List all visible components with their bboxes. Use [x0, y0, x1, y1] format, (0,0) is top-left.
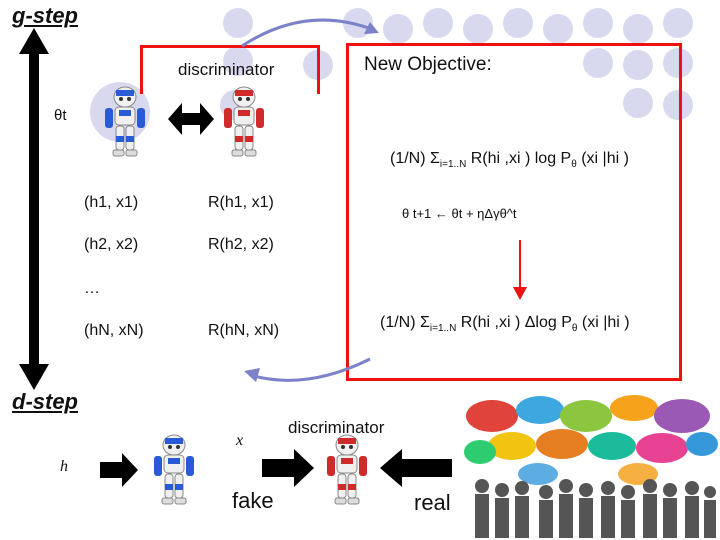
- deco-circle: [583, 8, 613, 38]
- pair-right: R(hN, xN): [208, 322, 280, 339]
- deco-circle: [463, 14, 493, 44]
- objective-theta: θ: [571, 159, 577, 171]
- pair-right: R(h1, x1): [208, 194, 274, 211]
- fake-label: fake: [232, 488, 274, 513]
- objective-sub: i=1..N: [439, 159, 467, 171]
- objective-tail: (xi |hi ): [576, 150, 629, 167]
- x-label: x: [236, 432, 244, 449]
- pair-left: (hN, xN): [84, 322, 144, 339]
- pair-left: (h1, x1): [84, 194, 139, 211]
- objective-box: [346, 43, 682, 381]
- deco-circle: [543, 14, 573, 44]
- deco-circle: [623, 50, 653, 80]
- robot-blue-icon: [154, 434, 194, 505]
- pair-right: R(h2, x2): [208, 236, 274, 253]
- deco-circle: [663, 90, 693, 120]
- update-rule: θ t+1 ← θt + ηΔγθ^t: [402, 206, 517, 221]
- left-arrow-icon: [380, 449, 452, 487]
- discriminator-box: [140, 45, 320, 94]
- g-step-label: g-step: [12, 3, 78, 28]
- deco-circle: [623, 14, 653, 44]
- discriminator-label: discriminator: [178, 60, 275, 79]
- objective-main: R(hi ,xi ) log P: [466, 150, 572, 167]
- objective-prefix: (1/N) Σ: [390, 150, 440, 167]
- gradient-sub: i=1..N: [429, 323, 457, 335]
- deco-circle: [383, 14, 413, 44]
- new-objective-label: New Objective:: [364, 54, 492, 75]
- gradient-tail: (xi |hi ): [577, 314, 630, 331]
- gradient-theta: θ: [571, 323, 578, 335]
- curved-arrow-icon: [244, 357, 371, 382]
- robot-red-icon: [327, 434, 367, 505]
- double-arrow-icon: [168, 103, 214, 135]
- right-arrow-icon: [262, 449, 314, 487]
- curved-arrow-icon: [241, 18, 379, 48]
- gradient-main: R(hi ,xi ) Δlog P: [456, 314, 572, 331]
- deco-circle: [663, 8, 693, 38]
- crowd-icon: [462, 394, 718, 538]
- gradient-prefix: (1/N) Σ: [380, 314, 430, 331]
- d-step-label: d-step: [12, 389, 78, 414]
- discriminator-bottom-label: discriminator: [288, 418, 385, 437]
- deco-circle: [663, 48, 693, 78]
- deco-circle: [503, 8, 533, 38]
- deco-circle: [623, 88, 653, 118]
- deco-circle: [583, 48, 613, 78]
- deco-circle: [423, 8, 453, 38]
- red-down-arrow-icon: [513, 240, 527, 300]
- pair-left: (h2, x2): [84, 236, 139, 253]
- deco-circle: [223, 8, 253, 38]
- robot-blue-icon: [105, 86, 145, 157]
- gradient-formula: (1/N) Σi=1..N R(hi ,xi ) Δlog Pθ (xi |hi…: [380, 314, 630, 334]
- pair-ellipsis: …: [84, 280, 100, 297]
- real-label: real: [414, 490, 451, 515]
- deco-circle: [223, 46, 253, 76]
- h-label: h: [60, 458, 68, 475]
- right-arrow-icon: [100, 453, 138, 487]
- robot-red-icon: [224, 86, 264, 157]
- theta-t-label: θt: [54, 107, 67, 124]
- objective-formula: (1/N) Σi=1..N R(hi ,xi ) log Pθ (xi |hi …: [390, 150, 629, 170]
- vertical-double-arrow-icon: [19, 28, 49, 390]
